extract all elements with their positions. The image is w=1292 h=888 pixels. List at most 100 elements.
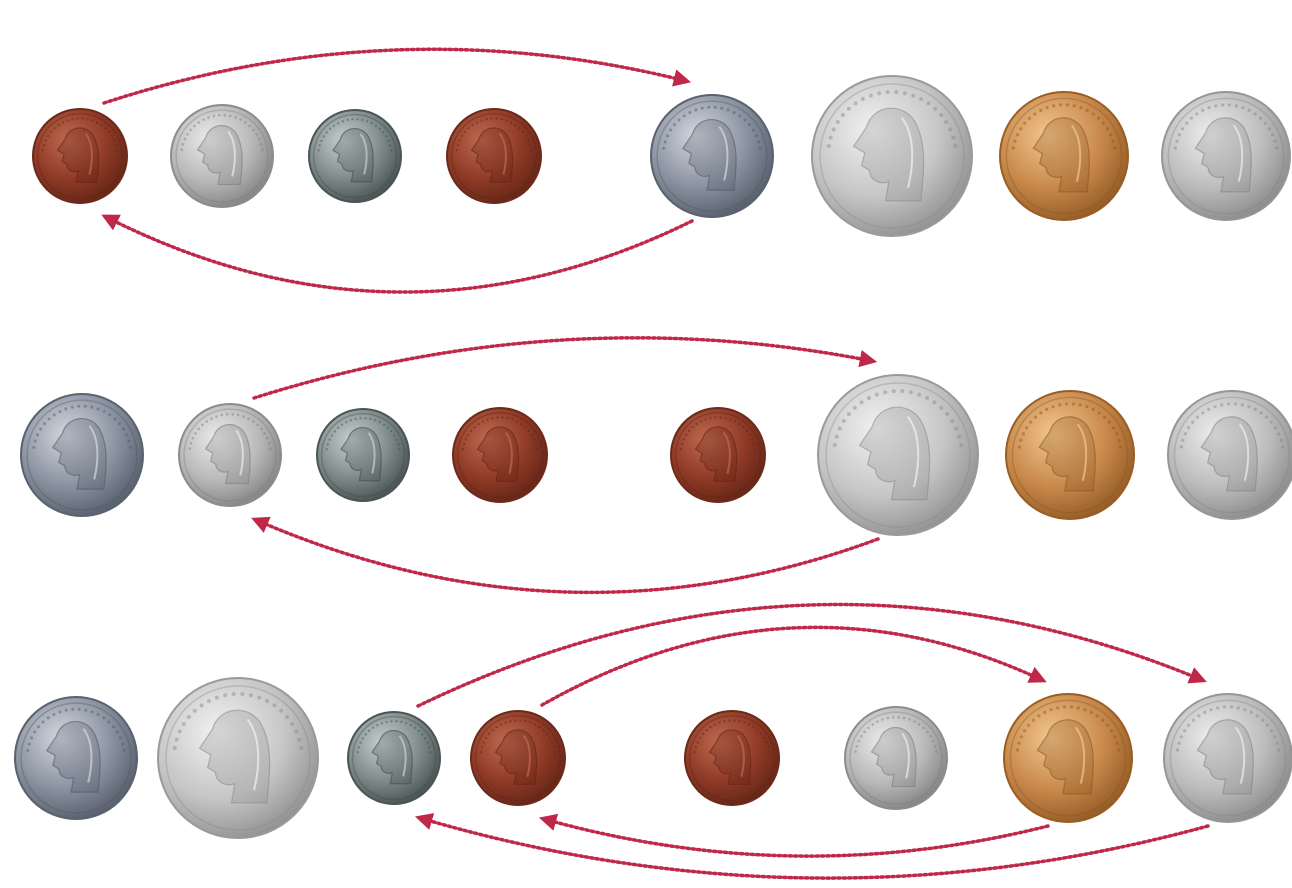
rim-lettering-mark xyxy=(210,417,213,420)
rim-lettering-mark xyxy=(129,446,132,449)
rim-lettering-mark xyxy=(847,412,851,416)
rim-lettering-mark xyxy=(84,709,87,712)
rim-lettering-mark xyxy=(1247,405,1250,408)
rim-lettering-mark xyxy=(509,720,511,722)
swap-arrow-upper xyxy=(418,605,1202,706)
rim-lettering-mark xyxy=(398,448,400,450)
rim-lettering-mark xyxy=(1102,122,1105,125)
rim-lettering-mark xyxy=(751,438,753,440)
rim-lettering-mark xyxy=(527,139,529,141)
rim-lettering-mark xyxy=(911,94,915,98)
rim-lettering-mark xyxy=(1113,146,1116,149)
rim-lettering-mark xyxy=(368,730,370,732)
rim-lettering-mark xyxy=(405,722,407,724)
rim-lettering-mark xyxy=(364,417,366,419)
rim-lettering-mark xyxy=(97,407,100,410)
rim-lettering-mark xyxy=(707,106,710,109)
rim-lettering-mark xyxy=(935,750,938,753)
rim-lettering-mark xyxy=(175,738,179,742)
rim-lettering-mark xyxy=(1025,426,1028,429)
rim-lettering-mark xyxy=(261,148,264,151)
rim-lettering-mark xyxy=(953,144,957,148)
rim-lettering-mark xyxy=(421,733,423,735)
rim-lettering-mark xyxy=(1175,140,1178,143)
rim-lettering-mark xyxy=(538,726,540,728)
rim-lettering-mark xyxy=(669,129,672,132)
rim-lettering-mark xyxy=(1110,729,1113,732)
rim-lettering-mark xyxy=(379,128,381,130)
rim-lettering-mark xyxy=(505,119,507,121)
rim-lettering-mark xyxy=(467,434,469,436)
rim-lettering-mark xyxy=(1117,439,1120,442)
rim-lettering-mark xyxy=(546,733,548,735)
rim-lettering-mark xyxy=(113,139,115,141)
rim-lettering-mark xyxy=(835,435,839,439)
rim-lettering-mark xyxy=(746,430,748,432)
rim-lettering-mark xyxy=(759,147,762,150)
rim-lettering-mark xyxy=(375,125,377,127)
rim-lettering-mark xyxy=(1028,117,1031,120)
rim-lettering-mark xyxy=(881,718,884,721)
rim-lettering-mark xyxy=(269,447,272,450)
penny-coin xyxy=(447,109,541,203)
rim-lettering-mark xyxy=(297,738,301,742)
rim-lettering-mark xyxy=(491,417,493,419)
rim-lettering-mark xyxy=(376,724,378,726)
quarter-coin xyxy=(15,697,137,819)
rim-lettering-mark xyxy=(33,731,36,734)
rim-lettering-mark xyxy=(875,393,879,397)
rim-lettering-mark xyxy=(366,120,368,122)
rim-lettering-mark xyxy=(1201,109,1204,112)
rim-lettering-mark xyxy=(1112,426,1115,429)
rim-lettering-mark xyxy=(457,144,459,146)
rim-lettering-mark xyxy=(465,438,467,440)
rim-lettering-mark xyxy=(1254,112,1257,115)
rim-lettering-mark xyxy=(1019,127,1022,130)
rim-lettering-mark xyxy=(387,427,389,429)
rim-lettering-mark xyxy=(223,114,226,117)
rim-lettering-mark xyxy=(260,143,263,146)
rim-lettering-mark xyxy=(933,107,937,111)
rim-lettering-mark xyxy=(1207,408,1210,411)
rim-lettering-mark xyxy=(237,414,240,417)
golden-dollar-coin xyxy=(1004,694,1132,822)
rim-lettering-mark xyxy=(720,107,723,110)
susan-b-anthony-dollar-coin xyxy=(1162,92,1290,220)
rim-lettering-mark xyxy=(1268,127,1271,130)
rim-lettering-mark xyxy=(1111,140,1114,143)
rim-lettering-mark xyxy=(925,396,929,400)
swap-arrow-lower xyxy=(544,819,1048,856)
rim-lettering-mark xyxy=(234,116,237,119)
rim-lettering-mark xyxy=(939,406,943,410)
rim-lettering-mark xyxy=(202,118,205,121)
rim-lettering-mark xyxy=(683,114,686,117)
rim-lettering-mark xyxy=(733,719,735,721)
rim-lettering-mark xyxy=(111,135,113,137)
dime-coin xyxy=(309,110,401,202)
rim-lettering-mark xyxy=(188,447,191,450)
rim-lettering-mark xyxy=(702,733,704,735)
rim-lettering-mark xyxy=(664,140,667,143)
rim-lettering-mark xyxy=(1196,416,1199,419)
rim-lettering-mark xyxy=(125,433,128,436)
rim-lettering-mark xyxy=(382,131,384,133)
rim-lettering-mark xyxy=(486,418,488,420)
rim-lettering-mark xyxy=(390,149,392,151)
penny-coin xyxy=(671,408,765,502)
rim-lettering-mark xyxy=(215,415,218,418)
rim-lettering-mark xyxy=(461,135,463,137)
rim-lettering-mark xyxy=(876,720,879,723)
rim-lettering-mark xyxy=(922,727,925,730)
rim-lettering-mark xyxy=(1113,735,1116,738)
rim-lettering-mark xyxy=(518,127,520,129)
rim-lettering-mark xyxy=(1119,445,1122,448)
rim-lettering-mark xyxy=(327,443,329,445)
rim-lettering-mark xyxy=(66,119,68,121)
rim-lettering-mark xyxy=(863,731,866,734)
rim-lettering-mark xyxy=(510,121,512,123)
rim-lettering-mark xyxy=(932,400,936,404)
rim-lettering-mark xyxy=(483,741,485,743)
rim-lettering-mark xyxy=(892,716,895,719)
rim-lettering-mark xyxy=(861,97,865,101)
rim-lettering-mark xyxy=(867,727,870,730)
